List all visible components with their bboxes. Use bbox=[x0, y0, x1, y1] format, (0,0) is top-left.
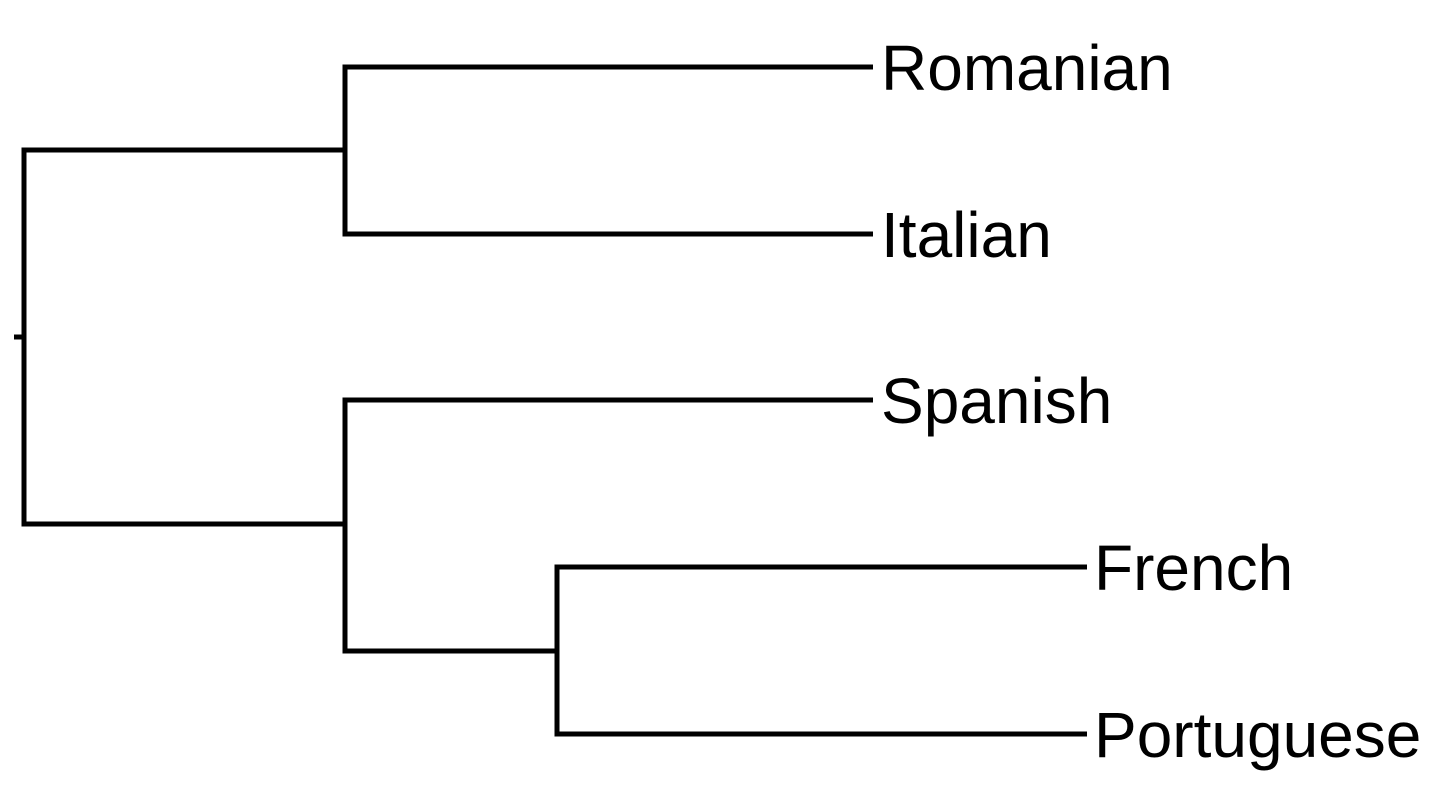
root-clade-connector bbox=[21, 147, 345, 527]
leaf-label-spanish: Spanish bbox=[881, 365, 1112, 437]
clade-french-portuguese-connector bbox=[554, 564, 1087, 737]
clade-spanish-french-portuguese-connector bbox=[342, 397, 873, 654]
leaf-label-french: French bbox=[1094, 532, 1293, 604]
clade-romanian-italian-connector bbox=[342, 64, 873, 237]
leaf-label-romanian: Romanian bbox=[881, 32, 1173, 104]
leaf-label-italian: Italian bbox=[881, 199, 1052, 271]
leaf-label-portuguese: Portuguese bbox=[1094, 699, 1421, 771]
